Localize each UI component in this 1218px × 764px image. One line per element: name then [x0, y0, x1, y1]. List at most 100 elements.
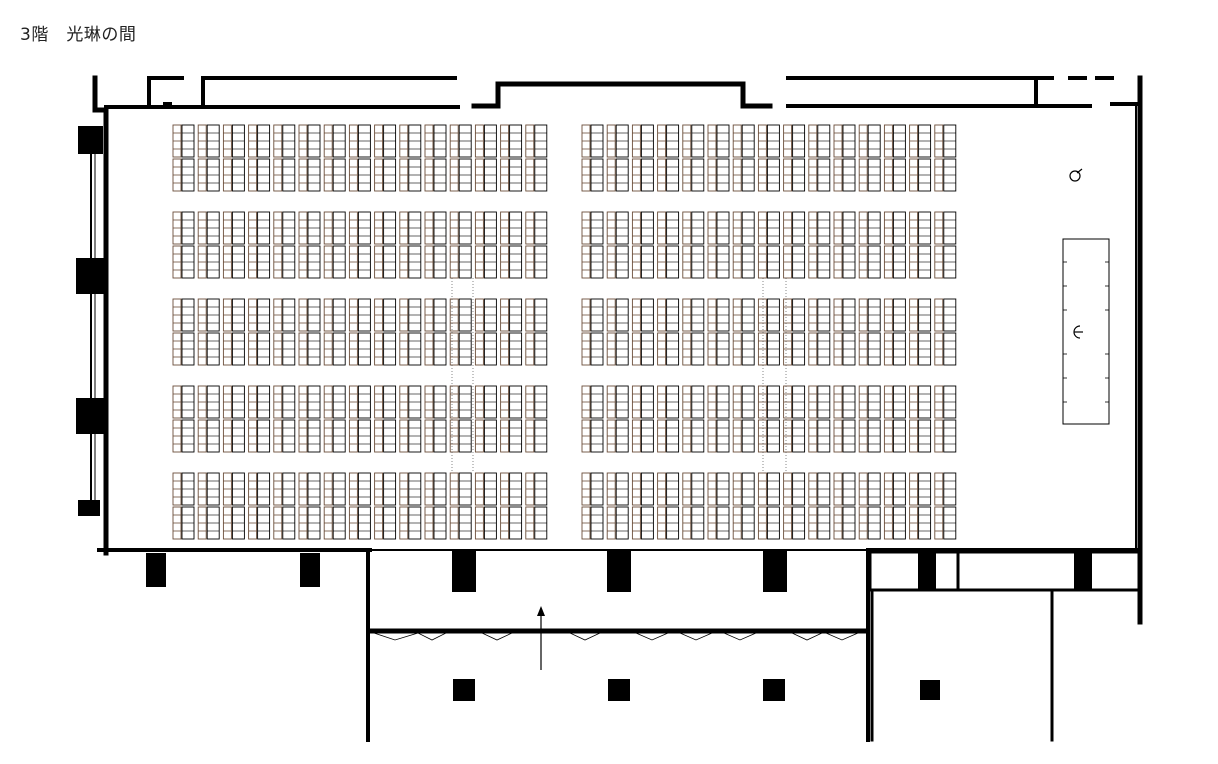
desk-unit — [500, 298, 523, 366]
desk-unit — [298, 124, 321, 192]
pillar — [453, 679, 475, 701]
desk-unit — [374, 472, 397, 540]
desk-unit — [525, 298, 548, 366]
desk-unit — [657, 472, 680, 540]
desk-unit — [399, 298, 422, 366]
desk-unit — [323, 385, 346, 453]
pillars — [76, 126, 1092, 701]
desk-unit — [525, 211, 548, 279]
door[interactable] — [481, 632, 513, 641]
desk-unit — [500, 211, 523, 279]
desk-unit — [273, 298, 296, 366]
desk-unit — [783, 472, 806, 540]
desk-unit — [172, 211, 195, 279]
door[interactable] — [679, 632, 713, 641]
desk-unit — [248, 385, 271, 453]
desk-unit — [858, 385, 881, 453]
desk-unit — [474, 298, 497, 366]
desk-unit — [248, 124, 271, 192]
desk-unit — [172, 124, 195, 192]
desk-unit — [808, 124, 831, 192]
desk-unit — [474, 211, 497, 279]
desk-unit — [424, 472, 447, 540]
desk-unit — [757, 124, 780, 192]
desk-unit — [298, 298, 321, 366]
desk-unit — [581, 472, 604, 540]
pillar — [76, 258, 104, 294]
desk-unit — [732, 385, 755, 453]
desk-unit — [172, 298, 195, 366]
desk-unit — [858, 298, 881, 366]
desk-unit — [757, 472, 780, 540]
desk-unit — [883, 298, 906, 366]
desk-unit — [682, 211, 705, 279]
desk-unit — [883, 124, 906, 192]
desk-unit — [707, 124, 730, 192]
desk-unit — [348, 472, 371, 540]
desk-unit — [631, 298, 654, 366]
desk-unit — [581, 298, 604, 366]
desk-unit — [399, 211, 422, 279]
desk-unit — [833, 124, 856, 192]
desk-unit — [783, 385, 806, 453]
door[interactable] — [569, 632, 601, 641]
desk-unit — [808, 385, 831, 453]
desk-unit — [657, 124, 680, 192]
desk-unit — [808, 472, 831, 540]
desk-unit — [172, 472, 195, 540]
pillar — [607, 550, 631, 592]
seating-area — [172, 124, 957, 540]
desk-unit — [682, 124, 705, 192]
pillar — [78, 500, 100, 516]
pillar — [763, 679, 785, 701]
desk-unit — [525, 124, 548, 192]
desk-unit — [934, 124, 957, 192]
door[interactable] — [723, 632, 757, 641]
desk-unit — [934, 211, 957, 279]
desk-unit — [222, 124, 245, 192]
desk-unit — [323, 472, 346, 540]
wall-top-left — [92, 75, 109, 556]
desk-unit — [581, 211, 604, 279]
desk-unit — [424, 211, 447, 279]
pillar — [608, 679, 630, 701]
doors[interactable] — [373, 632, 859, 641]
desk-unit — [732, 298, 755, 366]
desk-unit — [883, 211, 906, 279]
desk-unit — [732, 472, 755, 540]
pillar — [452, 550, 476, 592]
desk-unit — [525, 385, 548, 453]
desk-unit — [273, 124, 296, 192]
door[interactable] — [791, 632, 823, 641]
desk-unit — [909, 472, 932, 540]
desk-unit — [197, 124, 220, 192]
desk-unit — [348, 298, 371, 366]
desk-unit — [399, 385, 422, 453]
desk-unit — [783, 211, 806, 279]
wall-top-center — [471, 81, 773, 109]
stage — [1062, 238, 1110, 425]
desk-unit — [707, 298, 730, 366]
desk-unit — [909, 211, 932, 279]
desk-unit — [449, 385, 472, 453]
door[interactable] — [825, 632, 859, 641]
desk-unit — [682, 298, 705, 366]
desk-unit — [424, 385, 447, 453]
desk-unit — [707, 211, 730, 279]
desk-unit — [449, 211, 472, 279]
desk-unit — [374, 211, 397, 279]
wall-top-right — [1110, 76, 1142, 106]
door[interactable] — [373, 632, 419, 641]
door[interactable] — [635, 632, 669, 641]
desk-unit — [934, 385, 957, 453]
desk-unit — [298, 211, 321, 279]
desk-unit — [682, 472, 705, 540]
desk-unit — [374, 385, 397, 453]
pillar — [76, 398, 104, 434]
desk-unit — [909, 124, 932, 192]
desk-unit — [399, 472, 422, 540]
desk-unit — [424, 298, 447, 366]
desk-unit — [606, 124, 629, 192]
desk-unit — [323, 211, 346, 279]
door[interactable] — [417, 632, 447, 641]
